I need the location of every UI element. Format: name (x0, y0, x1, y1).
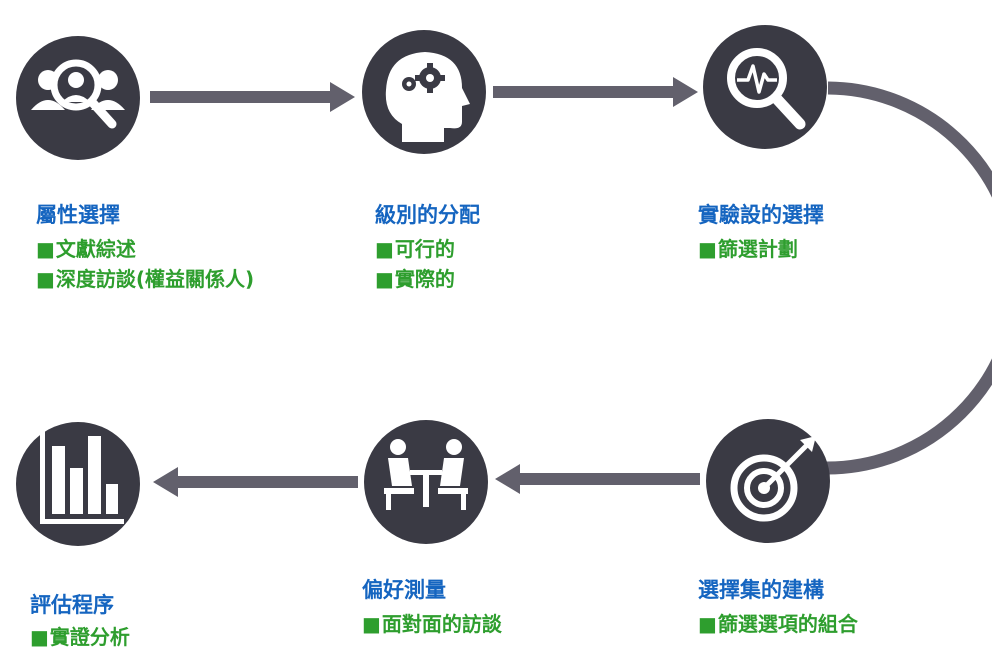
step-bullet: 面對面的訪談 (362, 609, 502, 639)
step-bullet: 篩選計劃 (698, 234, 824, 264)
step-bullet: 深度訪談(權益關係人) (36, 264, 254, 294)
step-title: 選擇集的建構 (698, 578, 824, 602)
step-bullet: 實證分析 (30, 622, 130, 652)
step-bullet: 文獻綜述 (36, 234, 254, 264)
step-bullet: 篩選選項的組合 (698, 609, 858, 639)
head-gears-icon (362, 30, 486, 154)
meeting-table-icon (364, 420, 488, 544)
users-search-icon (16, 36, 140, 160)
step-experimental-design: 實驗設的選擇 篩選計劃 (698, 202, 824, 264)
step-attribute-selection: 屬性選擇 文獻綜述 深度訪談(權益關係人) (36, 202, 254, 294)
step-evaluation-procedure: 評估程序 實證分析 (30, 592, 130, 652)
step-bullet: 可行的 (375, 234, 480, 264)
bar-chart-icon (16, 422, 140, 546)
step-title: 實驗設的選擇 (698, 203, 824, 227)
step-title: 級別的分配 (375, 203, 480, 227)
magnifier-pulse-icon (703, 25, 827, 149)
connector-2-3 (493, 77, 698, 107)
step-level-assignment: 級別的分配 可行的 實際的 (375, 202, 480, 294)
step-title: 偏好測量 (362, 578, 446, 602)
target-dart-icon (706, 419, 830, 543)
step-title: 評估程序 (30, 593, 114, 617)
step-choice-set-construction: 選擇集的建構 篩選選項的組合 (698, 577, 858, 639)
step-preference-measurement: 偏好測量 面對面的訪談 (362, 577, 502, 639)
step-bullet: 實際的 (375, 264, 480, 294)
connector-1-2 (150, 82, 355, 112)
connector-3-4-curve (825, 81, 992, 475)
connector-5-6 (153, 467, 358, 497)
step-title: 屬性選擇 (36, 203, 120, 227)
connector-4-5 (495, 464, 700, 494)
